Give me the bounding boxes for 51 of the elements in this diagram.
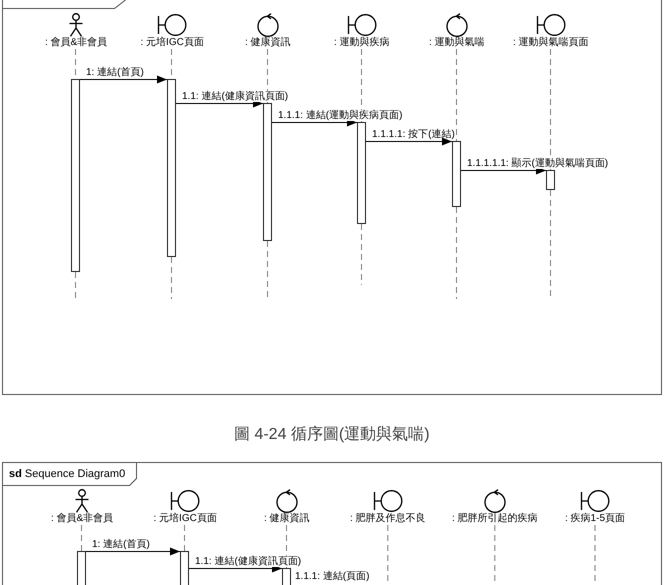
lifeline-name: : 運動與氣喘: [429, 37, 485, 49]
lifeline: [267, 48, 268, 104]
lifeline: [286, 524, 287, 568]
lifeline-name: : 元培IGC頁面: [140, 37, 204, 49]
activation-bar: [546, 170, 555, 190]
lifeline-name: : 肥胖及作息不良: [350, 513, 426, 525]
lifeline: [456, 48, 457, 142]
activation-bar: [263, 103, 272, 241]
message-arrow: [176, 100, 264, 108]
activation-bar: [71, 79, 80, 272]
message-arrow: [80, 76, 168, 84]
lifeline: [75, 272, 76, 300]
lifeline-name: : 健康資訊: [245, 37, 291, 49]
message-label: 1: 連結(首頁): [92, 538, 150, 550]
message-arrow: [460, 166, 546, 174]
message-label: 1.1.1.1.1: 顯示(運動與氣喘頁面): [467, 158, 608, 168]
lifeline-name: : 健康資訊: [264, 513, 310, 525]
activation-bar: [357, 122, 366, 224]
figure-caption: 圖 4-24 循序圖(運動與氣喘): [234, 425, 430, 445]
message-arrow: [86, 548, 180, 556]
lifeline-name: : 疾病1-5頁面: [565, 513, 626, 525]
message-arrow: [366, 138, 452, 146]
lifeline-name: : 會員&非會員: [51, 513, 114, 525]
lifeline: [361, 48, 362, 122]
activation-bar: [167, 79, 176, 257]
message-label: 1: 連結(首頁): [86, 66, 144, 78]
lifeline-name: : 肥胖所引起的疾病: [452, 513, 538, 525]
message-label: 1.1.1: 連結(頁面): [295, 571, 370, 582]
sequence-frame: [2, 0, 662, 395]
lifeline: [456, 206, 457, 300]
lifeline: [550, 48, 551, 170]
lifeline: [184, 524, 185, 552]
lifeline-name: : 運動與氣喘頁面: [513, 37, 589, 49]
lifeline: [267, 240, 268, 300]
message-arrow: [272, 118, 358, 126]
lifeline-name: : 會員&非會員: [45, 37, 108, 49]
message-label: 1.1: 連結(健康資訊頁面): [195, 556, 302, 566]
lifeline: [81, 524, 82, 552]
message-arrow: [188, 564, 282, 572]
activation-bar: [77, 551, 86, 585]
message-label: 1.1.1.1: 按下(連結): [372, 128, 455, 140]
message-label: 1.1: 連結(健康資訊頁面): [182, 90, 288, 102]
lifeline: [171, 256, 172, 300]
message-label: 1.1.1: 連結(運動與疾病頁面): [278, 110, 402, 120]
activation-bar: [282, 568, 291, 585]
lifeline-name: : 元培IGC頁面: [154, 513, 217, 525]
activation-bar: [180, 551, 189, 585]
lifeline: [361, 224, 362, 286]
activation-bar: [452, 141, 461, 207]
frame-title: sd Sequence Diagram0: [9, 468, 126, 481]
lifeline-name: : 運動與疾病: [334, 37, 390, 49]
